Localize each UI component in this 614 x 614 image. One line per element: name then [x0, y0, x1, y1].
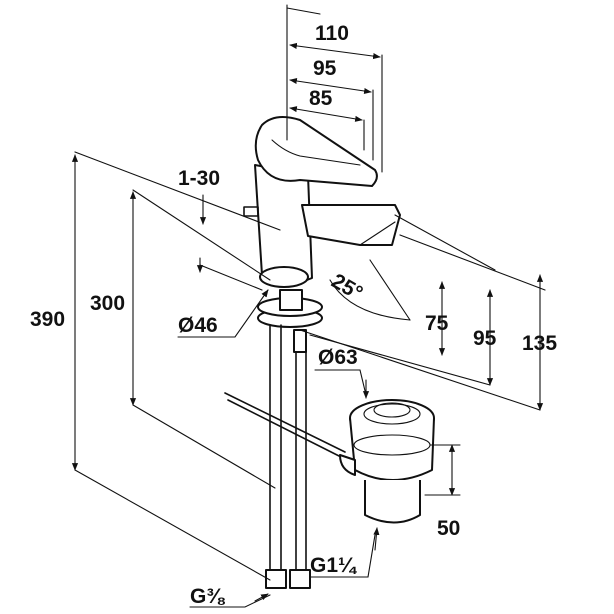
- label-95-top: 95: [313, 57, 337, 80]
- label-85: 85: [309, 87, 333, 110]
- drain-waste: [339, 399, 435, 524]
- faucet-body: [243, 115, 401, 288]
- label-1-30: 1-30: [178, 167, 220, 190]
- mounting-and-hoses: [257, 289, 323, 589]
- label-25-deg: 25°: [328, 269, 367, 305]
- popup-rod: [224, 392, 346, 460]
- label-g3-8: G⅜: [190, 585, 225, 608]
- label-135: 135: [522, 332, 557, 355]
- label-300: 300: [90, 292, 125, 315]
- dimension-lines: [71, 4, 546, 608]
- label-110: 110: [315, 22, 349, 45]
- label-g1-1-4: G1¼: [310, 554, 357, 577]
- label-390: 390: [30, 308, 65, 331]
- label-d46: Ø46: [178, 314, 218, 337]
- label-95-right: 95: [473, 327, 497, 350]
- label-75: 75: [425, 312, 449, 335]
- label-50: 50: [437, 517, 460, 540]
- label-d63: Ø63: [318, 346, 358, 369]
